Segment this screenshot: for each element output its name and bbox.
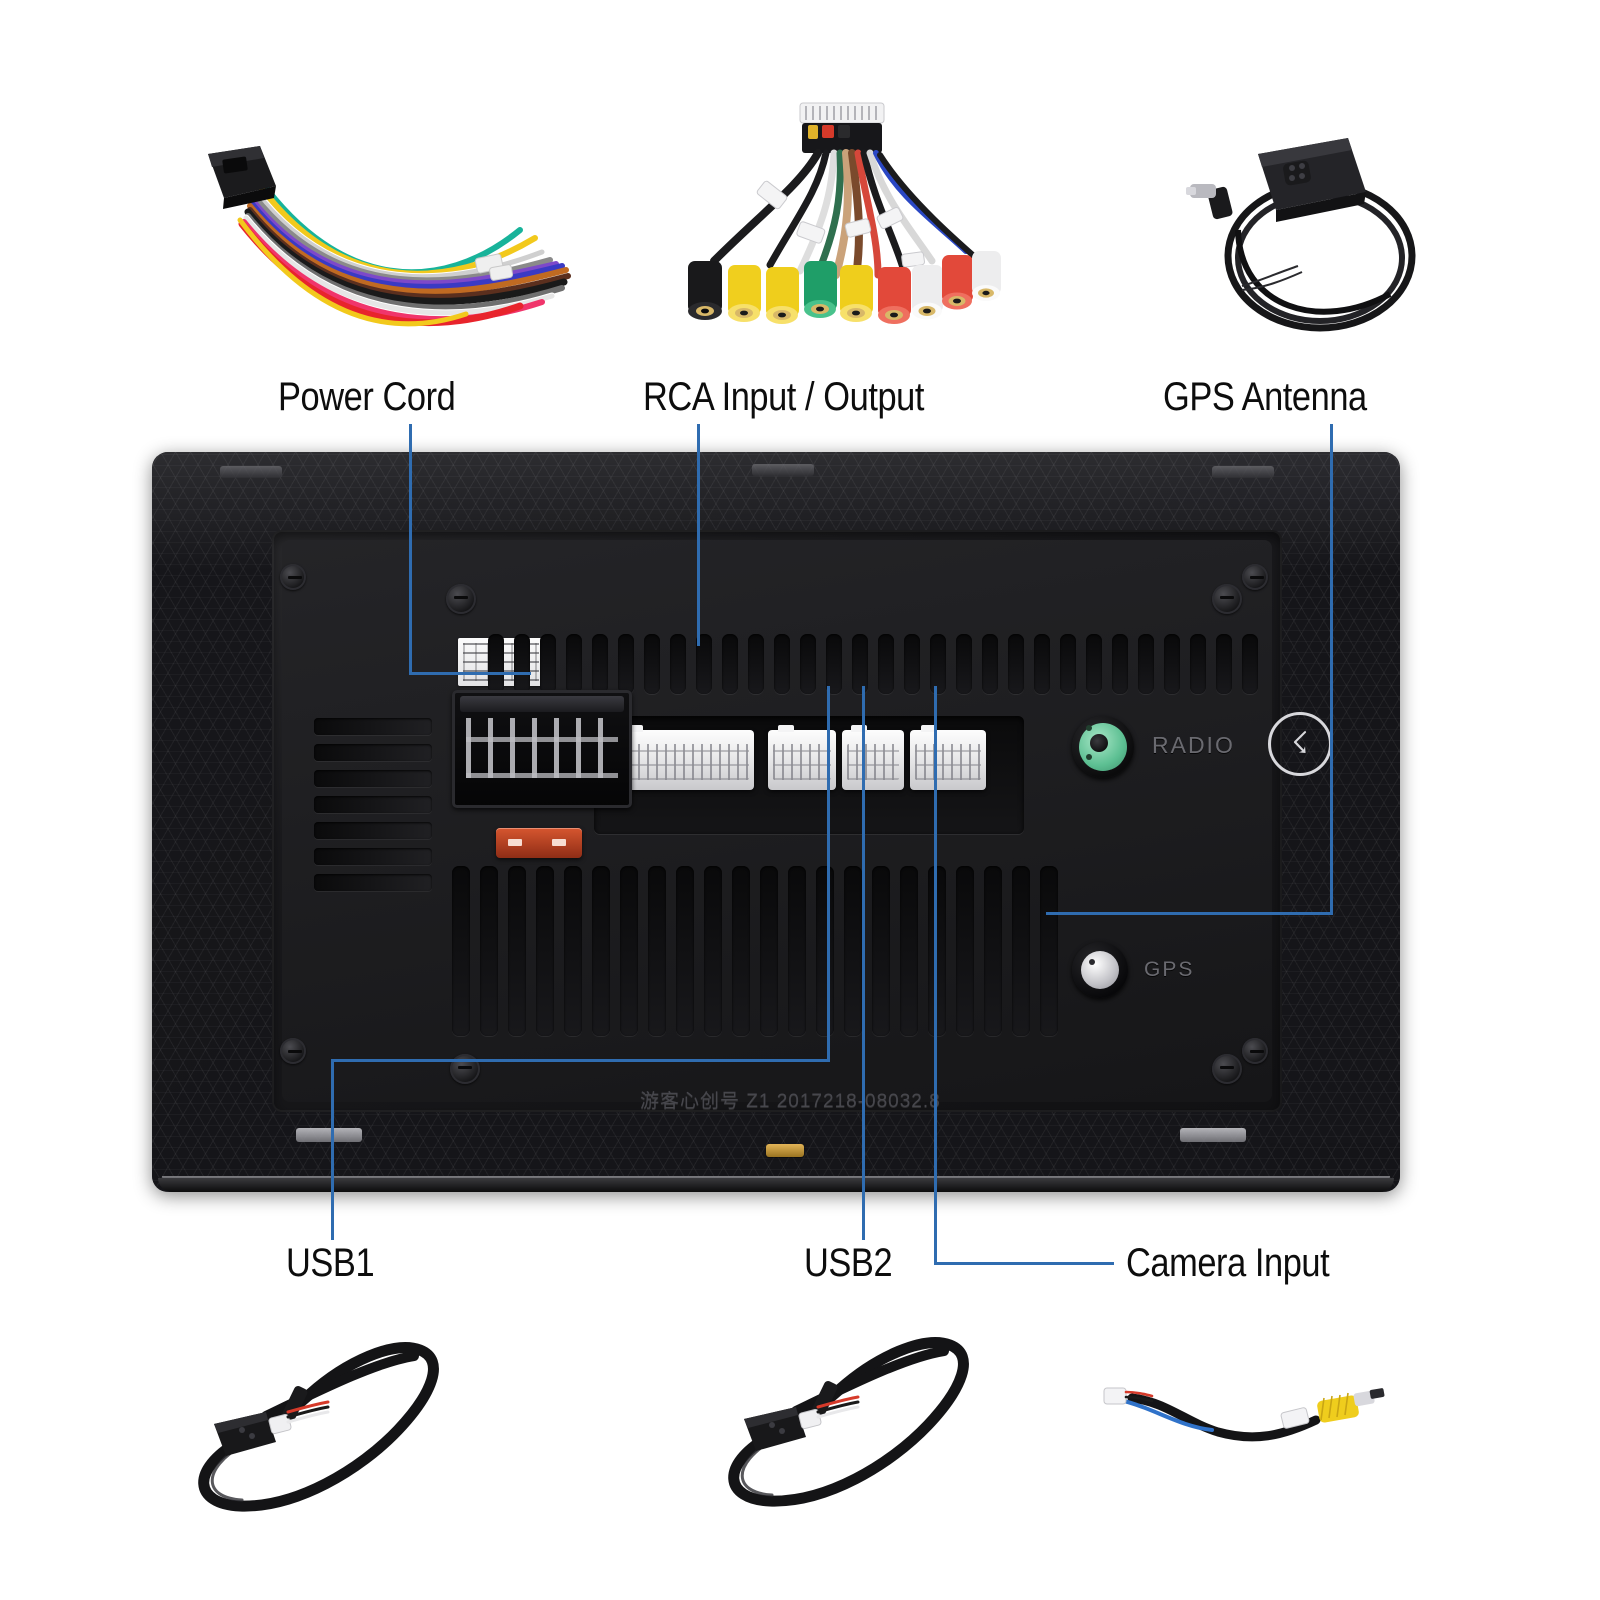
- label-usb1: USB1: [286, 1241, 375, 1285]
- radio-antenna-jack[interactable]: [1072, 716, 1134, 778]
- leader-usb2-v: [862, 686, 865, 1240]
- brand-emblem-icon: ☇: [1268, 712, 1332, 776]
- label-camera-input: Camera Input: [1126, 1241, 1330, 1285]
- chassis-screw: [1212, 584, 1242, 614]
- usb1-connector-port[interactable]: [768, 725, 836, 790]
- camera-cable-image: [1070, 1370, 1400, 1490]
- vent-row-top: [488, 634, 1258, 694]
- heatsink-fins-left: [314, 718, 432, 891]
- housing-tab: [220, 466, 282, 478]
- housing-bottom-edge: [158, 1178, 1394, 1192]
- leader-usb1-h: [331, 1059, 830, 1062]
- power-socket-port[interactable]: [452, 690, 632, 808]
- label-usb2: USB2: [804, 1241, 893, 1285]
- power-cord-image: [190, 110, 590, 340]
- gps-antenna-image: [1180, 108, 1450, 348]
- leader-usb1-v2: [331, 1059, 334, 1240]
- fuse-block: [496, 828, 582, 858]
- chassis-serial-text: 游客心创号 Z1 2017218-08032.8: [640, 1091, 941, 1112]
- housing-screw: [1242, 564, 1268, 590]
- gps-port-label: GPS: [1144, 958, 1195, 981]
- head-unit-rear: RADIO ☇ GPS: [152, 452, 1400, 1192]
- camera-connector-port[interactable]: [910, 725, 986, 790]
- housing-tab: [1180, 1128, 1246, 1142]
- usb2-connector-port[interactable]: [842, 725, 904, 790]
- gps-antenna-jack[interactable]: [1072, 942, 1128, 998]
- chassis-screw: [446, 584, 476, 614]
- housing-tab: [752, 464, 814, 476]
- housing-screw: [280, 1038, 306, 1064]
- chassis-screw: [1212, 1054, 1242, 1084]
- usb1-cable-image: [170, 1320, 500, 1520]
- leader-power-cord-v: [409, 424, 412, 674]
- leader-gps-v: [1330, 424, 1333, 914]
- leader-usb1-v1: [827, 686, 830, 1062]
- rear-chassis-plate: RADIO ☇ GPS: [272, 530, 1332, 1112]
- label-gps-antenna: GPS Antenna: [1163, 375, 1367, 419]
- housing-screw: [280, 564, 306, 590]
- leader-rca-v: [697, 424, 700, 646]
- label-power-cord: Power Cord: [278, 375, 456, 419]
- housing-screw: [1242, 1038, 1268, 1064]
- rca-harness-image: [650, 95, 1030, 345]
- label-rca-input-output: RCA Input / Output: [643, 375, 925, 419]
- leader-camera-v: [934, 686, 937, 1262]
- radio-port-label: RADIO: [1152, 732, 1235, 758]
- housing-tab: [296, 1128, 362, 1142]
- vent-row-bottom: [452, 866, 1058, 1036]
- leader-camera-h: [934, 1262, 1114, 1265]
- leader-gps-h: [1046, 912, 1333, 915]
- leader-power-cord-h: [409, 672, 531, 675]
- housing-tab: [1212, 466, 1274, 478]
- gold-contact-pin: [766, 1144, 804, 1157]
- usb2-cable-image: [700, 1315, 1030, 1515]
